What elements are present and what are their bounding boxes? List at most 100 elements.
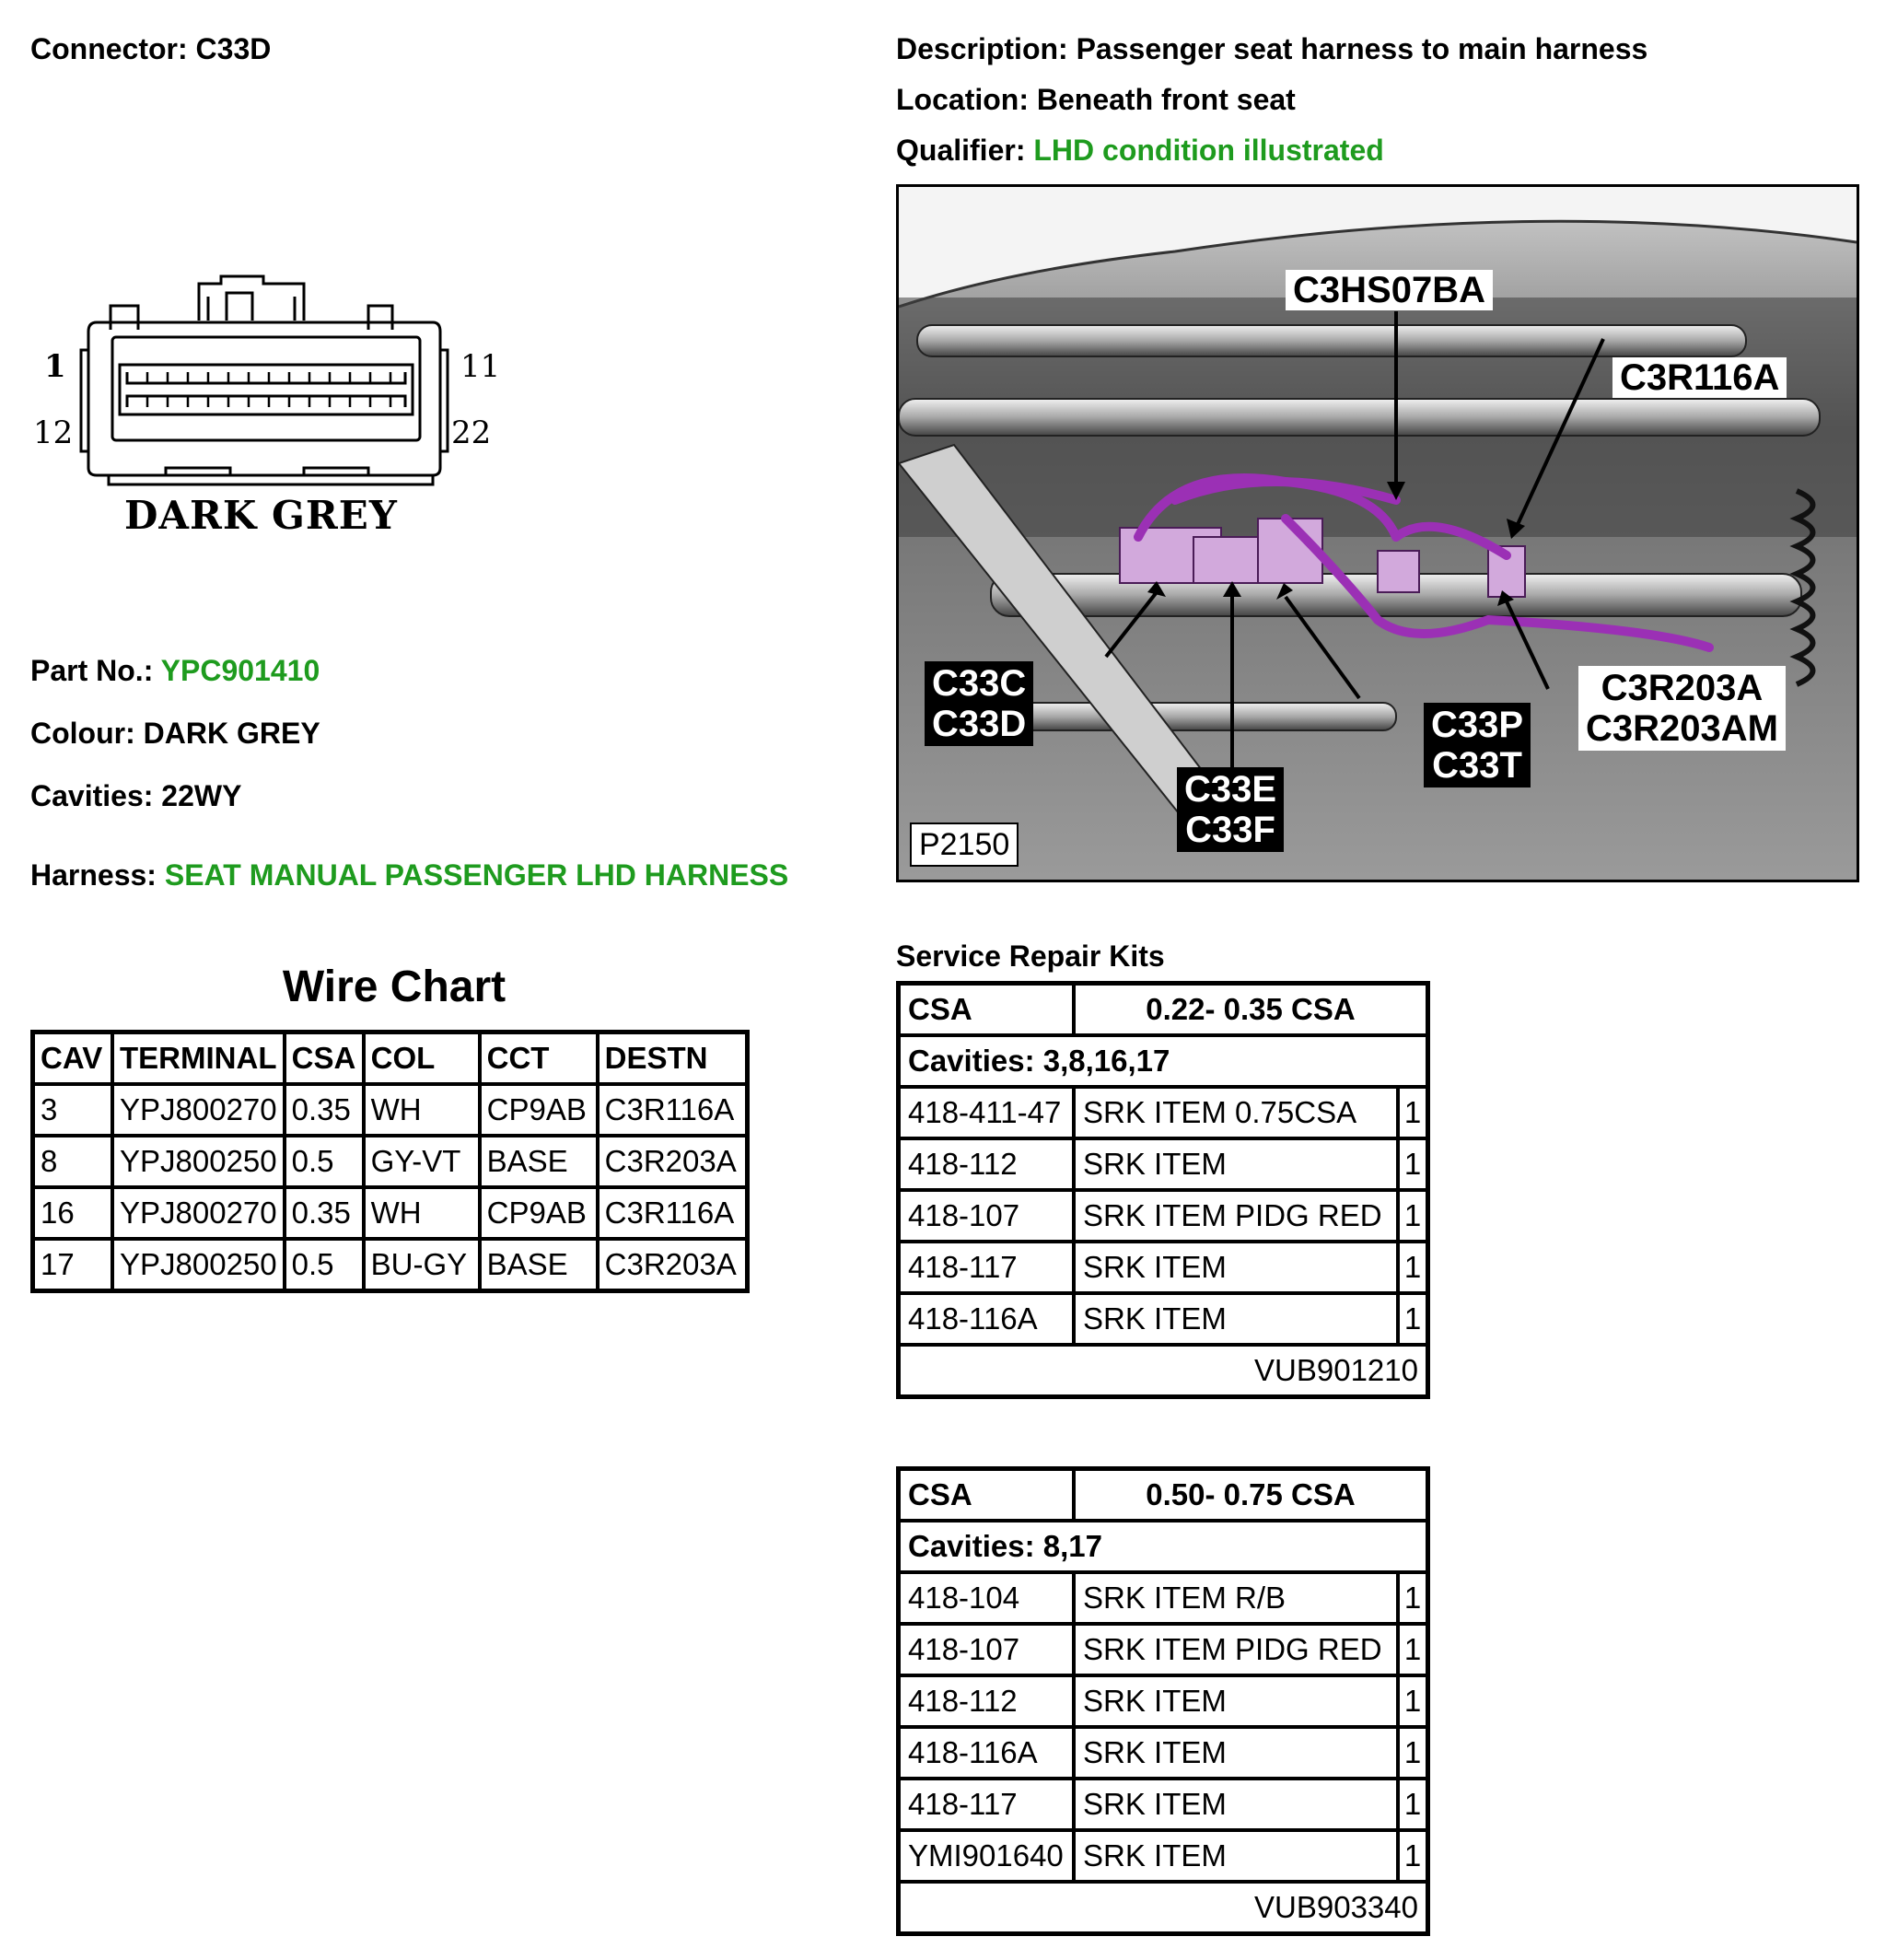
connector-colour-label: DARK GREY	[124, 493, 398, 538]
part-no-label: Part No.:	[30, 654, 154, 687]
callout-c33f: C33F	[1185, 810, 1275, 850]
qualifier-label: Qualifier:	[896, 134, 1026, 167]
callout-c33e-c33f: C33E C33F	[1177, 767, 1285, 852]
seat-underside-illustration	[899, 187, 1857, 880]
srk-part-no: 418-112	[896, 1137, 1076, 1192]
cell-csa: 0.35	[282, 1082, 366, 1138]
connector-diagram: 1 11 12 22 DARK GREY	[28, 267, 506, 562]
srk-description: SRK ITEM	[1072, 1725, 1400, 1780]
wire-chart: CAV TERMINAL CSA COL CCT DESTN 3 YPJ8002…	[30, 1030, 750, 1293]
table-row: 418-107 SRK ITEM PIDG RED 1	[896, 1188, 1430, 1243]
callout-c33p-c33t: C33P C33T	[1424, 703, 1531, 788]
cell-destn: C3R116A	[595, 1185, 750, 1241]
header-csa: CSA	[282, 1030, 366, 1086]
table-row: 17 YPJ800250 0.5 BU-GY BASE C3R203A	[30, 1237, 750, 1293]
srk-part-no: 418-112	[896, 1674, 1076, 1729]
description-label: Description:	[896, 32, 1068, 65]
cell-terminal: YPJ800250	[111, 1237, 286, 1293]
srk-qty: 1	[1396, 1137, 1430, 1192]
callout-c3r203am: C3R203AM	[1586, 708, 1778, 749]
cell-terminal: YPJ800250	[111, 1134, 286, 1189]
callout-c3hs07ba: C3HS07BA	[1286, 270, 1493, 310]
cavities-label: Cavities:	[30, 779, 154, 812]
cavities-line: Cavities: 22WY	[30, 777, 241, 814]
srk-table-2: CSA 0.50- 0.75 CSA Cavities: 8,17 418-10…	[896, 1466, 1430, 1936]
table-row: 418-116A SRK ITEM 1	[896, 1725, 1430, 1780]
callout-c3r203a: C3R203A	[1601, 668, 1764, 708]
srk-qty: 1	[1396, 1291, 1430, 1347]
srk-part-no: 418-107	[896, 1622, 1076, 1677]
table-row: 418-112 SRK ITEM 1	[896, 1137, 1430, 1192]
cell-destn: C3R203A	[595, 1237, 750, 1293]
srk-csa-label: CSA	[896, 1466, 1076, 1522]
wire-chart-title: Wire Chart	[282, 962, 506, 1011]
srk-kit-1: CSA 0.22- 0.35 CSA Cavities: 3,8,16,17 4…	[896, 981, 1430, 1399]
srk-qty: 1	[1396, 1188, 1430, 1243]
srk-description: SRK ITEM	[1072, 1291, 1400, 1347]
table-row: 418-411-47 SRK ITEM 0.75CSA 1	[896, 1085, 1430, 1140]
callout-c33c: C33C	[932, 663, 1027, 704]
cell-col: WH	[361, 1082, 482, 1138]
srk-description: SRK ITEM	[1072, 1674, 1400, 1729]
description-line: Description: Passenger seat harness to m…	[896, 30, 1647, 67]
callout-c3r116a: C3R116A	[1612, 357, 1787, 398]
connector-value: C33D	[195, 32, 272, 65]
srk-qty: 1	[1396, 1828, 1430, 1884]
callout-c33p: C33P	[1431, 705, 1524, 745]
srk-part-no: 418-104	[896, 1570, 1076, 1626]
cell-cav: 17	[30, 1237, 114, 1293]
colour-value: DARK GREY	[143, 717, 320, 750]
srk-cavities: Cavities: 8,17	[896, 1519, 1430, 1574]
table-row: 418-107 SRK ITEM PIDG RED 1	[896, 1622, 1430, 1677]
srk-qty: 1	[1396, 1725, 1430, 1780]
callout-c3r203a-c3r203am: C3R203A C3R203AM	[1578, 666, 1786, 751]
srk-csa-range: 0.50- 0.75 CSA	[1072, 1466, 1430, 1522]
wire-chart-table: CAV TERMINAL CSA COL CCT DESTN 3 YPJ8002…	[30, 1030, 750, 1293]
srk-part-no: 418-117	[896, 1240, 1076, 1295]
srk-description: SRK ITEM PIDG RED	[1072, 1622, 1400, 1677]
table-row: 418-116A SRK ITEM 1	[896, 1291, 1430, 1347]
colour-line: Colour: DARK GREY	[30, 715, 320, 752]
srk-part-no: 418-116A	[896, 1725, 1076, 1780]
qualifier-line: Qualifier: LHD condition illustrated	[896, 132, 1384, 169]
qualifier-value: LHD condition illustrated	[1033, 134, 1384, 167]
srk-csa-label: CSA	[896, 981, 1076, 1037]
table-row: 418-117 SRK ITEM 1	[896, 1240, 1430, 1295]
cell-cct: CP9AB	[477, 1082, 600, 1138]
table-row: 3 YPJ800270 0.35 WH CP9AB C3R116A	[30, 1082, 750, 1138]
cell-terminal: YPJ800270	[111, 1082, 286, 1138]
srk-table-1: CSA 0.22- 0.35 CSA Cavities: 3,8,16,17 4…	[896, 981, 1430, 1399]
cell-csa: 0.5	[282, 1237, 366, 1293]
callout-c33d: C33D	[932, 704, 1027, 744]
srk-kit-number-row: VUB903340	[896, 1880, 1430, 1936]
cell-cct: CP9AB	[477, 1185, 600, 1241]
harness-label: Harness:	[30, 858, 157, 892]
cell-cav: 3	[30, 1082, 114, 1138]
connector-label: Connector:	[30, 32, 188, 65]
cell-cct: BASE	[477, 1134, 600, 1189]
harness-value: SEAT MANUAL PASSENGER LHD HARNESS	[164, 858, 789, 892]
header-terminal: TERMINAL	[111, 1030, 286, 1086]
srk-part-no: YMI901640	[896, 1828, 1076, 1884]
srk-csa-range: 0.22- 0.35 CSA	[1072, 981, 1430, 1037]
location-line: Location: Beneath front seat	[896, 81, 1296, 118]
callout-c33c-c33d: C33C C33D	[925, 661, 1034, 746]
cell-col: GY-VT	[361, 1134, 482, 1189]
table-row: 8 YPJ800250 0.5 GY-VT BASE C3R203A	[30, 1134, 750, 1189]
srk-description: SRK ITEM R/B	[1072, 1570, 1400, 1626]
harness-line: Harness: SEAT MANUAL PASSENGER LHD HARNE…	[30, 857, 788, 893]
header-destn: DESTN	[595, 1030, 750, 1086]
colour-label: Colour:	[30, 717, 135, 750]
location-photo: C3HS07BA C3R116A C33C C33D C33E C33F C33…	[896, 184, 1859, 882]
srk-kit-2: CSA 0.50- 0.75 CSA Cavities: 8,17 418-10…	[896, 1466, 1430, 1936]
srk-description: SRK ITEM	[1072, 1828, 1400, 1884]
connector-line: Connector: C33D	[30, 30, 271, 67]
srk-qty: 1	[1396, 1622, 1430, 1677]
srk-part-no: 418-116A	[896, 1291, 1076, 1347]
location-value: Beneath front seat	[1036, 83, 1296, 116]
cell-csa: 0.35	[282, 1185, 366, 1241]
srk-qty: 1	[1396, 1777, 1430, 1832]
cell-csa: 0.5	[282, 1134, 366, 1189]
pin-label-1: 1	[44, 348, 66, 385]
table-row: 418-117 SRK ITEM 1	[896, 1777, 1430, 1832]
